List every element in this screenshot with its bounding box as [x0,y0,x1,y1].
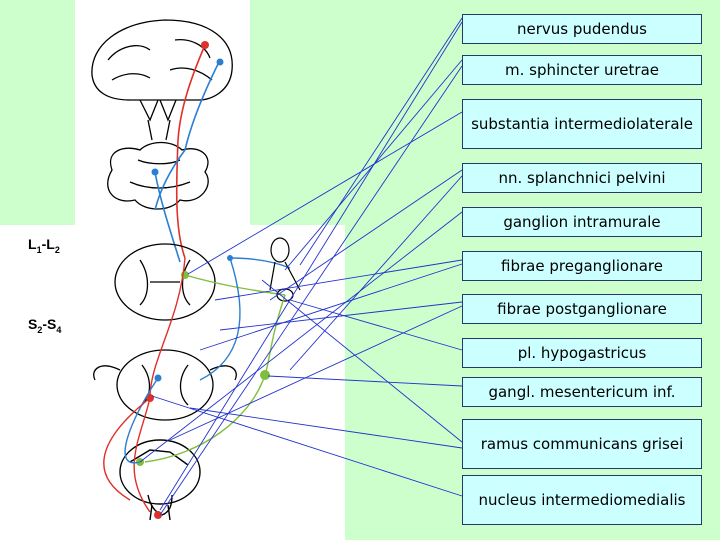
pelvic-fibers [103,257,286,513]
label-nn-splanchnici-pelvini: nn. splanchnici pelvini [462,163,702,193]
sphincter-target-red [154,511,162,519]
label-ramus-communicans-grisei: ramus communicans grisei [462,419,702,469]
brainstem-neuron-blue [151,168,159,176]
label-pl-hypogastricus: pl. hypogastricus [462,338,702,368]
pointer-lines [139,17,463,516]
label-fibrae-postganglionare: fibrae postganglionare [462,294,702,324]
segment-label-lumbar: L1-L2 [28,236,60,255]
descending-tracts [154,44,221,263]
label-ganglion-intramurale: ganglion intramurale [462,207,702,237]
label-m-sphincter-uretrae: m. sphincter uretrae [462,55,702,85]
lower-diagram-panel [0,225,345,540]
cortical-neuron-red [201,41,209,49]
segment-label-sacral: S2-S4 [28,316,62,335]
preganglionic-green-upper [184,274,286,296]
label-gangl-mesentericum-inf: gangl. mesentericum inf. [462,377,702,407]
cortical-neuron-blue [216,58,224,66]
label-nucleus-intermediomedialis: nucleus intermediomedialis [462,475,702,525]
cerebral-cortex-sketch [91,19,233,141]
afferent-blue-upper [229,257,291,269]
label-fibrae-preganglionare: fibrae preganglionare [462,251,702,281]
label-substantia-intermediolaterale: substantia intermediolaterale [462,99,702,149]
spinal-cord-lower-section [93,349,237,421]
spinal-cord-upper-section [114,243,216,321]
urinary-bladder-sketch [119,439,201,521]
label-nervus-pudendus: nervus pudendus [462,14,702,44]
